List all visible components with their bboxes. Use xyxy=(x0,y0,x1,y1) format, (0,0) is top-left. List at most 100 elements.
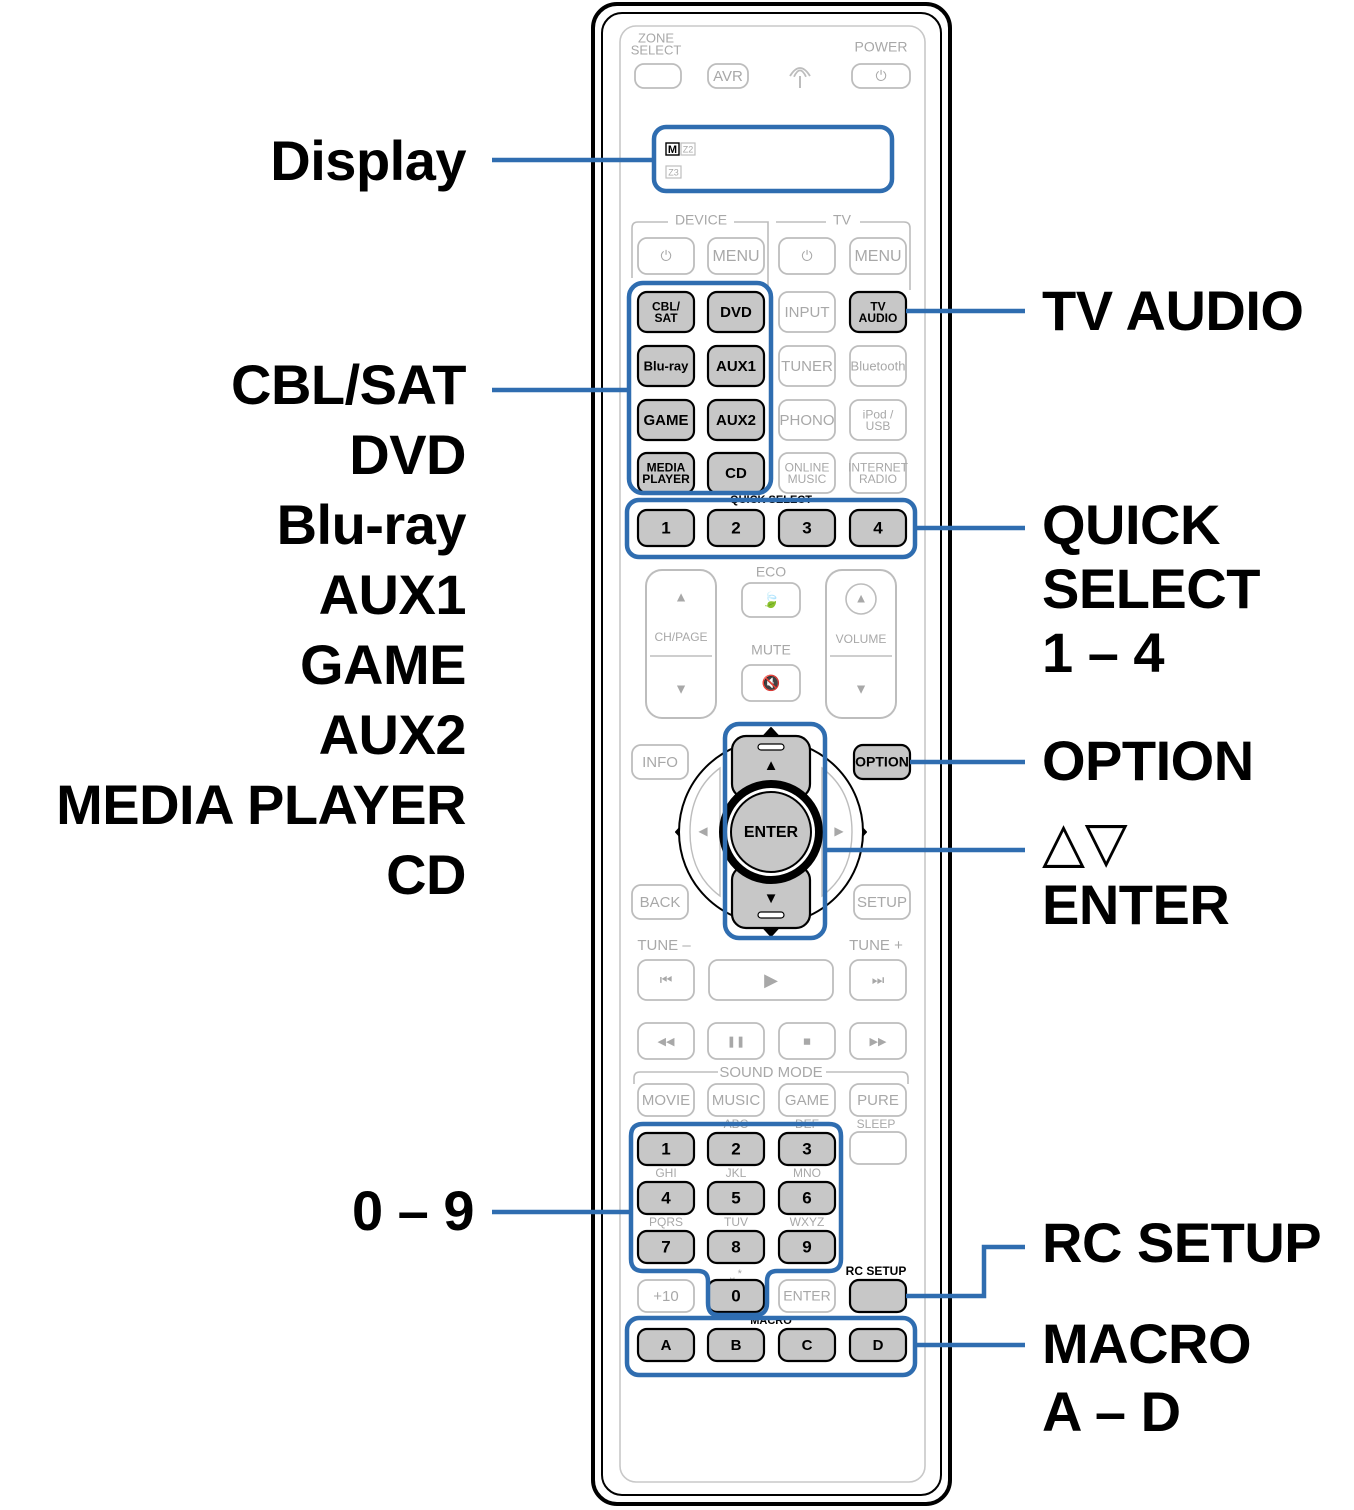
callout-lines xyxy=(492,124,1025,1378)
sound-mode-movie[interactable]: MOVIE xyxy=(637,1083,695,1117)
quick-select-button-1[interactable]: 1 xyxy=(636,508,696,548)
macro-button-A[interactable]: A xyxy=(636,1327,696,1363)
play-button[interactable]: ▶ xyxy=(708,959,834,1001)
quick-select-button-3[interactable]: 3 xyxy=(777,508,837,548)
plus10-button[interactable]: +10 xyxy=(637,1279,695,1313)
quick-select-button-4-label: 4 xyxy=(873,518,883,537)
numpad-button-3[interactable]: 3 xyxy=(777,1131,837,1167)
source-button-tuner[interactable]: TUNER xyxy=(778,345,836,387)
macro-button-C[interactable]: C xyxy=(777,1327,837,1363)
numpad-button-1-shape xyxy=(636,1131,696,1167)
volume-up-icon: ▲ xyxy=(855,590,868,605)
numpad-button-9[interactable]: 9 xyxy=(777,1229,837,1265)
source-button-dvd[interactable]: DVD xyxy=(706,290,766,334)
tv-menu-button[interactable]: MENU xyxy=(849,237,907,275)
volume-label: VOLUME xyxy=(836,632,887,646)
remote-face-outline xyxy=(619,25,926,1483)
device-group-frame xyxy=(631,221,769,290)
sound-mode-music[interactable]: MUSIC xyxy=(707,1083,765,1117)
macro-button-D[interactable]: D xyxy=(848,1327,908,1363)
sound-mode-game[interactable]: GAME xyxy=(778,1083,836,1117)
quick-select-button-2[interactable]: 2 xyxy=(706,508,766,548)
macro-button-B[interactable]: B xyxy=(706,1327,766,1363)
eco-label: ECO xyxy=(756,564,786,580)
source-button-cd-label: CD xyxy=(725,465,747,482)
numpad-button-1[interactable]: 1 xyxy=(636,1131,696,1167)
source-button-cd[interactable]: CD xyxy=(706,451,766,495)
mute-button[interactable]: 🔇 xyxy=(741,664,801,702)
numpad-button-6[interactable]: 6 xyxy=(777,1180,837,1216)
numpad-button-2[interactable]: 2 xyxy=(706,1131,766,1167)
stop-button[interactable]: ■ xyxy=(778,1022,836,1060)
avr-button-label: AVR xyxy=(713,68,743,85)
numpad-button-4[interactable]: 4 xyxy=(636,1180,696,1216)
eco-button[interactable]: 🍃 xyxy=(741,582,801,618)
source-button-ipod-usb-label: iPod /USB xyxy=(863,407,894,432)
power-button-shape xyxy=(851,63,911,89)
quick-select-button-4[interactable]: 4 xyxy=(848,508,908,548)
pause-button[interactable]: ❚❚ xyxy=(707,1022,765,1060)
setup-button[interactable]: SETUP xyxy=(853,884,911,920)
numpad-button-7[interactable]: 7 xyxy=(636,1229,696,1265)
back-button[interactable]: BACK xyxy=(631,884,689,920)
source-button-aux2[interactable]: AUX2 xyxy=(706,398,766,442)
source-button-aux1[interactable]: AUX1 xyxy=(706,344,766,388)
wireless-arc xyxy=(789,67,811,77)
info-button-label: INFO xyxy=(642,754,678,771)
numpad-button-7-shape xyxy=(636,1229,696,1265)
fast-forward-button[interactable]: ▶▶ xyxy=(849,1022,907,1060)
rc-setup-button[interactable] xyxy=(848,1278,908,1314)
device-menu-button-shape xyxy=(707,237,765,275)
device-menu-button[interactable]: MENU xyxy=(707,237,765,275)
highlight-numpad xyxy=(628,1121,844,1318)
plus10-button-label: +10 xyxy=(653,1288,678,1305)
tv-menu-button-label: MENU xyxy=(854,248,901,265)
sleep-button-shape xyxy=(849,1131,907,1165)
quick-select-button-2-shape xyxy=(706,508,766,548)
numpad-button-5[interactable]: 5 xyxy=(706,1180,766,1216)
numpad-button-4-shape xyxy=(636,1180,696,1216)
source-button-game[interactable]: GAME xyxy=(636,398,696,442)
source-button-phono[interactable]: PHONO xyxy=(778,399,836,441)
numpad-button-8[interactable]: 8 xyxy=(706,1229,766,1265)
sound-mode-pure-shape xyxy=(849,1083,907,1117)
source-button-ipod-usb[interactable]: iPod /USB xyxy=(849,399,907,441)
display-zone3-box xyxy=(665,165,682,179)
source-button-game-shape xyxy=(636,398,696,442)
ch-page-label: CH/PAGE xyxy=(654,630,707,644)
sound-mode-pure[interactable]: PURE xyxy=(849,1083,907,1117)
avr-button[interactable]: AVR xyxy=(707,63,749,89)
numpad-button-0[interactable]: 0 xyxy=(706,1278,766,1314)
skip-back-button[interactable]: ⏮ xyxy=(637,959,695,1001)
zone-select-button-shape xyxy=(634,63,682,89)
rewind-button[interactable]: ◀◀ xyxy=(637,1022,695,1060)
source-button-blu-ray[interactable]: Blu-ray xyxy=(636,344,696,388)
pause-button-shape xyxy=(707,1022,765,1060)
option-button[interactable]: OPTION xyxy=(852,743,912,781)
source-button-input[interactable]: INPUT xyxy=(778,291,836,333)
source-button-online-music-shape xyxy=(778,452,836,494)
source-button-cbl-sat-shape xyxy=(636,290,696,334)
tv-power-button[interactable]: ⏻ xyxy=(778,237,836,275)
sound-mode-label: SOUND MODE xyxy=(719,1064,822,1081)
numpad-button-7-label: 7 xyxy=(661,1237,670,1256)
source-button-bluetooth-label: Bluetooth xyxy=(851,358,906,373)
device-power-button[interactable]: ⏻ xyxy=(637,237,695,275)
power-button[interactable]: ⏻ xyxy=(851,63,911,89)
skip-forward-button[interactable]: ⏭ xyxy=(849,959,907,1001)
sleep-button[interactable] xyxy=(849,1131,907,1165)
info-button[interactable]: INFO xyxy=(631,744,689,780)
source-button-cbl-sat[interactable]: CBL/SAT xyxy=(636,290,696,334)
zone-select-button[interactable] xyxy=(634,63,682,89)
numpad-enter-button[interactable]: ENTER xyxy=(778,1279,836,1313)
wireless-arc xyxy=(793,69,807,78)
macro-button-B-shape xyxy=(706,1327,766,1363)
source-button-bluetooth[interactable]: Bluetooth xyxy=(849,345,907,387)
volume-rocker xyxy=(825,569,897,719)
